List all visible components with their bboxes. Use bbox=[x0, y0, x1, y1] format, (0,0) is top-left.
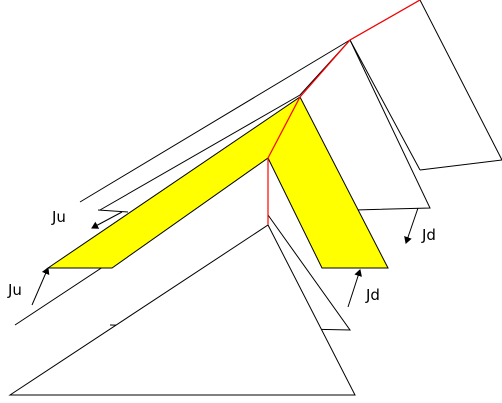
highlight-slab bbox=[46, 96, 389, 269]
jd-upper-arrow bbox=[404, 207, 419, 244]
label-jd-lower: Jd bbox=[365, 286, 380, 304]
ju-upper-arrow-shaft bbox=[91, 211, 123, 229]
front-layer-triangle bbox=[8, 224, 356, 396]
jd-lower-arrow bbox=[347, 269, 362, 308]
label-jd-upper: Jd bbox=[421, 226, 436, 244]
back-layer-outline bbox=[79, 0, 502, 203]
ju-upper-arrow bbox=[97, 209, 129, 213]
label-ju-lower: Ju bbox=[7, 281, 22, 299]
label-ju-upper: Ju bbox=[51, 208, 66, 226]
ju-lower-arrow bbox=[31, 267, 50, 306]
second-layer-outline bbox=[99, 39, 421, 211]
second-layer-right-edge bbox=[349, 39, 431, 211]
ridge-line bbox=[267, 0, 421, 225]
